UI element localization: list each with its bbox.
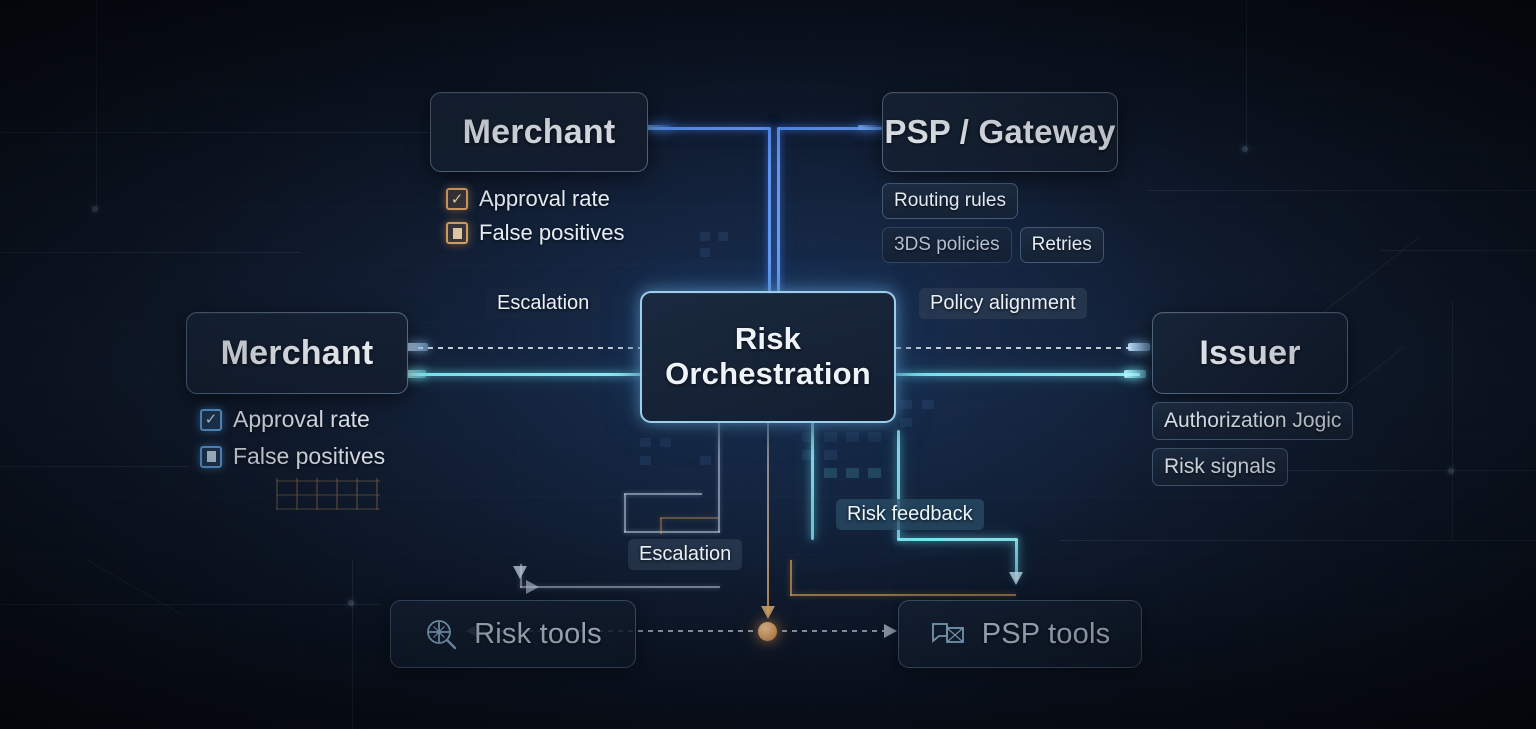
bullet-row[interactable]: False positives (200, 443, 385, 470)
bullet-label: False positives (479, 220, 625, 245)
node-psp-tools-label: PSP tools (981, 617, 1111, 650)
bullet-label: Approval rate (233, 406, 370, 432)
merchant-left-bullets: ✓ Approval rate False positives (200, 406, 385, 478)
bullet-row[interactable]: False positives (446, 220, 625, 246)
checkbox-filled-icon (446, 222, 468, 244)
merchant-top-bullets: ✓ Approval rate False positives (446, 186, 625, 254)
node-issuer-title: Issuer (1199, 333, 1301, 372)
node-merchant-top[interactable]: Merchant (430, 92, 648, 172)
tag-routing-rules[interactable]: Routing rules (882, 183, 1018, 219)
issuer-tags: Authorization Jogic Risk signals (1152, 402, 1382, 487)
bullet-row[interactable]: ✓ Approval rate (446, 186, 625, 212)
bullet-label: False positives (233, 443, 386, 469)
node-risk-tools-label: Risk tools (474, 617, 602, 650)
psp-gateway-tags: Routing rules 3DS policies Retries (882, 183, 1150, 263)
checkbox-checked-icon: ✓ (446, 188, 468, 210)
node-psp-tools[interactable]: PSP tools (898, 600, 1142, 668)
node-merchant-left[interactable]: Merchant (186, 312, 408, 394)
checkbox-filled-icon (200, 445, 222, 468)
node-merchant-left-title: Merchant (220, 333, 374, 372)
node-center-title-line1: Risk (734, 321, 802, 357)
edge-label-escalation-top: Escalation (486, 288, 601, 319)
checkbox-checked-icon: ✓ (200, 408, 222, 431)
decorative-marks (276, 478, 380, 510)
node-psp-gateway-title: PSP / Gateway (884, 113, 1116, 150)
node-center-title-line2: Orchestration (665, 356, 871, 391)
tag-authorization-logic[interactable]: Authorization Jogic (1152, 402, 1354, 441)
bullet-label: Approval rate (479, 186, 610, 211)
edge-label-escalation-bottom: Escalation (628, 539, 743, 570)
tag-3ds-policies[interactable]: 3DS policies (882, 226, 1012, 263)
node-psp-gateway[interactable]: PSP / Gateway (882, 92, 1118, 172)
node-risk-orchestration[interactable]: Risk Orchestration (640, 291, 896, 423)
edge-label-risk-feedback: Risk feedback (836, 499, 984, 530)
risk-compass-icon (424, 617, 458, 651)
edge-label-policy-alignment: Policy alignment (919, 288, 1087, 319)
node-issuer[interactable]: Issuer (1152, 312, 1348, 394)
tag-retries[interactable]: Retries (1019, 226, 1104, 263)
node-merchant-top-title: Merchant (462, 112, 616, 151)
tag-risk-signals[interactable]: Risk signals (1152, 448, 1289, 487)
flow-hub-node (758, 622, 777, 641)
psp-exchange-icon (930, 618, 966, 650)
bullet-row[interactable]: ✓ Approval rate (200, 406, 385, 433)
node-risk-tools[interactable]: Risk tools (390, 600, 636, 668)
